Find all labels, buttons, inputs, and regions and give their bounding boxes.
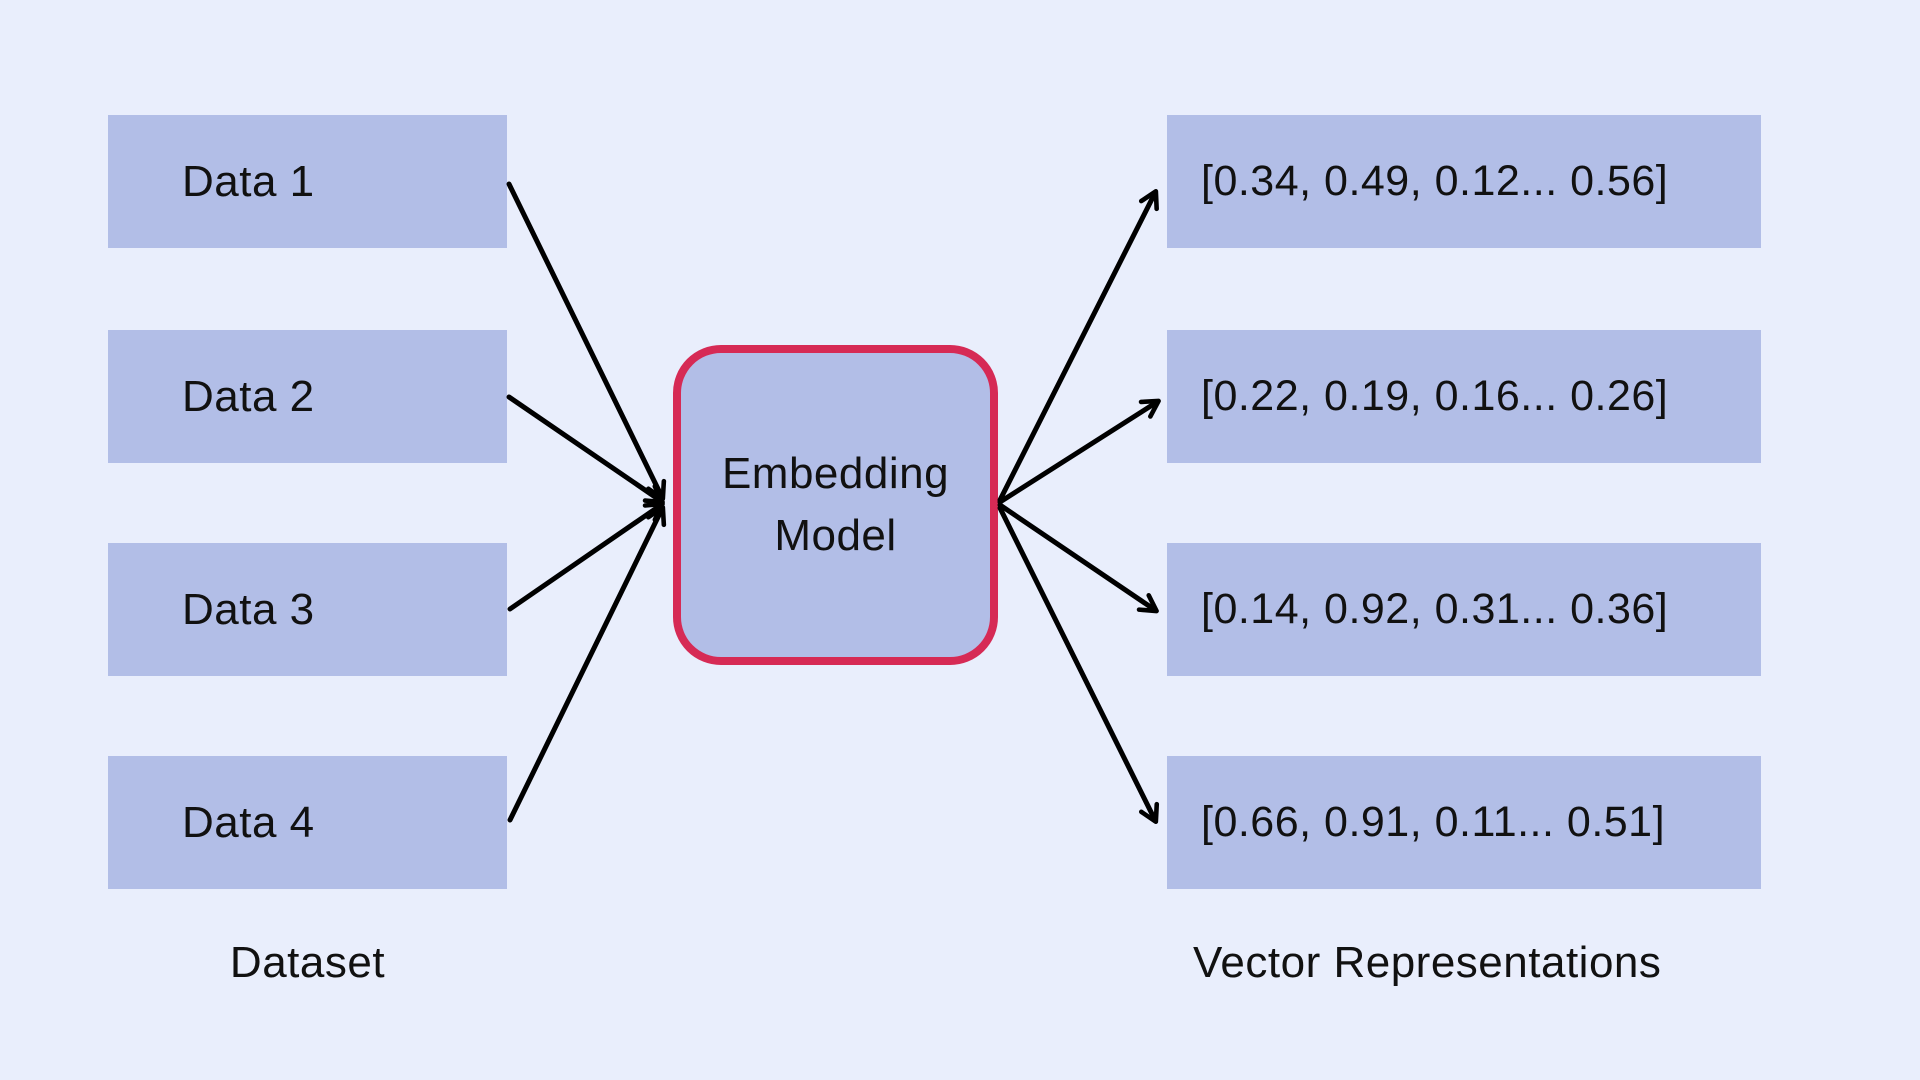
arrow-model-to-vector4 <box>997 505 1160 825</box>
arrow-data2-to-model <box>506 394 665 505</box>
data-box-1-label: Data 1 <box>182 156 315 206</box>
embedding-model-label: Embedding Model <box>721 448 950 560</box>
vector-box-1: [0.34, 0.49, 0.12... 0.56] <box>1167 115 1761 248</box>
arrow-model-to-vector1 <box>997 188 1159 503</box>
data-box-4: Data 4 <box>108 756 507 889</box>
data-box-2-label: Data 2 <box>182 371 315 421</box>
vector-box-4: [0.66, 0.91, 0.11... 0.51] <box>1167 756 1761 889</box>
vector-representations-caption: Vector Representations <box>1193 938 1662 987</box>
vector-box-3-label: [0.14, 0.92, 0.31... 0.36] <box>1201 585 1669 633</box>
arrow-data3-to-model <box>507 501 665 612</box>
embedding-model-box: Embedding Model <box>673 345 998 665</box>
data-box-4-label: Data 4 <box>182 797 315 847</box>
vector-box-3: [0.14, 0.92, 0.31... 0.36] <box>1167 543 1761 676</box>
vector-box-2: [0.22, 0.19, 0.16... 0.26] <box>1167 330 1761 463</box>
vector-box-2-label: [0.22, 0.19, 0.16... 0.26] <box>1201 372 1669 420</box>
data-box-3-label: Data 3 <box>182 584 315 634</box>
dataset-caption: Dataset <box>229 938 386 987</box>
arrow-data1-to-model <box>506 181 667 502</box>
arrow-model-to-vector2 <box>997 398 1161 505</box>
data-box-3: Data 3 <box>108 543 507 676</box>
data-box-2: Data 2 <box>108 330 507 463</box>
arrow-data4-to-model <box>507 504 667 823</box>
vector-box-1-label: [0.34, 0.49, 0.12... 0.56] <box>1201 157 1669 205</box>
vector-box-4-label: [0.66, 0.91, 0.11... 0.51] <box>1201 798 1666 846</box>
arrow-model-to-vector3 <box>997 502 1159 614</box>
data-box-1: Data 1 <box>108 115 507 248</box>
